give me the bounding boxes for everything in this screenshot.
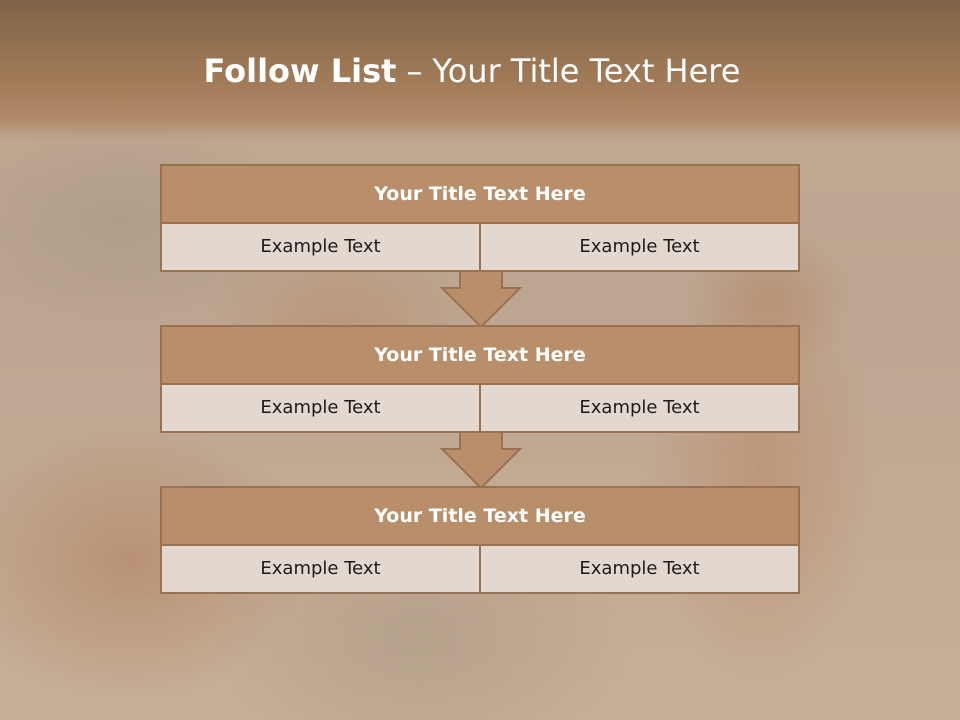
flow-block-cell-right: Example Text xyxy=(479,546,798,592)
flow-block-title: Your Title Text Here xyxy=(162,327,798,385)
slide-title: Follow List–Your Title Text Here xyxy=(0,52,944,90)
flow-block-cell-right: Example Text xyxy=(479,224,798,270)
slide-title-bold: Follow List xyxy=(203,52,397,90)
flow-block-cell-left: Example Text xyxy=(162,385,479,431)
flow-block-cells: Example Text Example Text xyxy=(162,385,798,431)
flow-block-cell-left: Example Text xyxy=(162,224,479,270)
flow-block-3: Your Title Text Here Example Text Exampl… xyxy=(160,486,800,594)
flow-block-cells: Example Text Example Text xyxy=(162,546,798,592)
header-band xyxy=(0,0,960,140)
down-arrow-icon xyxy=(440,431,522,489)
flow-block-cell-left: Example Text xyxy=(162,546,479,592)
flow-block-1: Your Title Text Here Example Text Exampl… xyxy=(160,164,800,272)
flow-block-title: Your Title Text Here xyxy=(162,488,798,546)
flow-block-2: Your Title Text Here Example Text Exampl… xyxy=(160,325,800,433)
slide-title-dash: – xyxy=(406,52,423,90)
down-arrow-icon xyxy=(440,270,522,328)
flow-block-cells: Example Text Example Text xyxy=(162,224,798,270)
flow-block-cell-right: Example Text xyxy=(479,385,798,431)
slide-title-rest: Your Title Text Here xyxy=(432,52,741,90)
flow-block-title: Your Title Text Here xyxy=(162,166,798,224)
